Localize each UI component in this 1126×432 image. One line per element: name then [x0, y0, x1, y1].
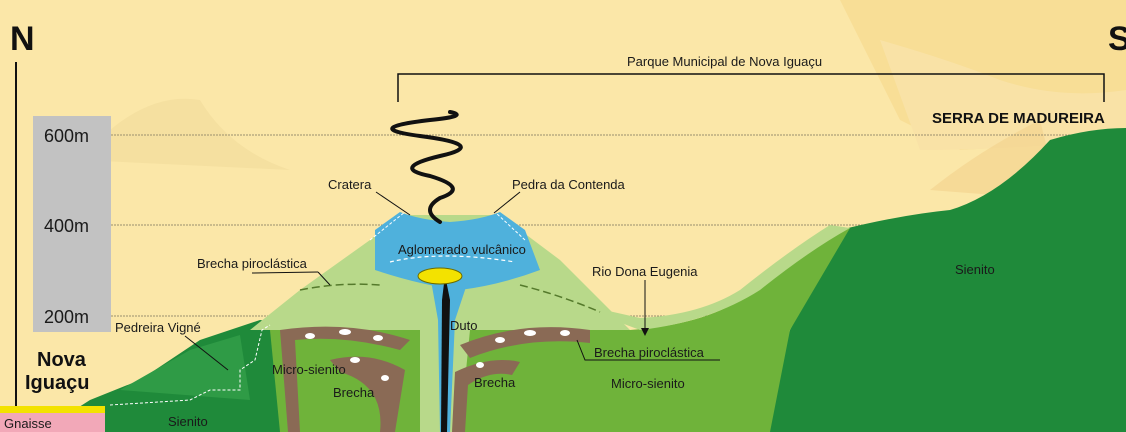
- leader-pedra: [493, 191, 521, 214]
- elevation-200m: 200m: [44, 307, 89, 327]
- label-brecha-piro-right: Brecha piroclástica: [594, 345, 705, 360]
- rock-gnaisse: Gnaisse: [4, 416, 52, 431]
- rock-micro-left: Micro-sienito: [272, 362, 346, 377]
- compass-south: S: [1108, 20, 1126, 58]
- rock-brecha-left: Brecha: [333, 385, 375, 400]
- elevation-scale-bar: [33, 116, 111, 332]
- brecha-clasts: [305, 329, 570, 381]
- crater-dashed-outline-right: [494, 211, 526, 241]
- brecha-dashes-left: [299, 283, 381, 291]
- sky-peak-right: [880, 40, 1126, 150]
- brecha-inner-right: [452, 359, 520, 432]
- sky-peak-left: [80, 98, 290, 170]
- label-pedreira: Pedreira Vigné: [115, 320, 201, 335]
- yellow-magma-pocket: [417, 267, 463, 285]
- label-cratera: Cratera: [328, 177, 372, 192]
- serra-sienito-body: [760, 128, 1126, 432]
- label-aglomerado: Aglomerado vulcânico: [398, 242, 526, 257]
- rock-sienito-right: Sienito: [955, 262, 995, 277]
- gnaisse-layer: [0, 413, 105, 432]
- label-brecha-piro-left: Brecha piroclástica: [197, 256, 308, 271]
- leader-rio-arrow: [641, 328, 649, 336]
- agglomerate-flow-line: [389, 255, 516, 263]
- leader-brecha-left: [251, 271, 319, 274]
- park-label: Parque Municipal de Nova Iguaçu: [627, 54, 822, 69]
- rock-micro-right: Micro-sienito: [611, 376, 685, 391]
- crater-dashed-outline-left: [369, 211, 406, 241]
- label-rio: Rio Dona Eugenia: [592, 264, 698, 279]
- brecha-band-left: [280, 326, 410, 432]
- leader-brecha-right: [576, 339, 720, 361]
- rock-brecha-right: Brecha: [474, 375, 516, 390]
- label-duto: Duto: [450, 318, 477, 333]
- micro-sienito-right: [460, 330, 590, 432]
- serra-label: SERRA DE MADUREIRA: [932, 110, 1105, 127]
- eruption-plume: [390, 110, 463, 224]
- compass-north: N: [10, 20, 35, 58]
- nova-iguacu-line1: Nova: [37, 349, 87, 371]
- aglomerado-body: [375, 212, 540, 290]
- leader-brecha-left-2: [317, 271, 331, 286]
- brecha-dashes-right: [519, 284, 601, 313]
- leader-cratera: [375, 191, 411, 216]
- duto-core: [441, 275, 450, 432]
- brecha-band-right: [460, 327, 590, 358]
- gnaisse-top-stripe: [0, 406, 105, 413]
- duto-body: [430, 275, 470, 432]
- right-light-slope: [560, 225, 850, 330]
- nova-iguacu-line2: Iguaçu: [25, 372, 89, 394]
- elevation-400m: 400m: [44, 216, 89, 236]
- park-bracket: [397, 73, 1105, 102]
- leader-pedreira: [184, 335, 229, 371]
- sky-light-shape: [230, 0, 1126, 150]
- pedreira-dashed-path: [109, 324, 271, 406]
- left-hill-highlight: [120, 335, 250, 400]
- label-pedra: Pedra da Contenda: [512, 177, 626, 192]
- rock-sienito-bottom: Sienito: [168, 414, 208, 429]
- elevation-600m: 600m: [44, 126, 89, 146]
